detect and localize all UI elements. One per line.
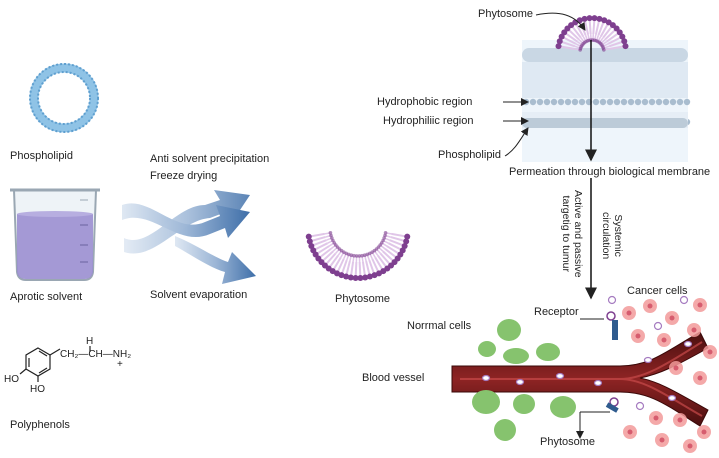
biological-membrane-icon xyxy=(522,40,691,162)
formula-chain: CH₂—CH—NH₂ xyxy=(60,349,132,360)
phytosome-center-label: Phytosome xyxy=(335,293,391,305)
membrane-phospholipid-label: Phospholipid xyxy=(438,149,501,161)
polyphenol-structure-icon xyxy=(19,346,91,382)
formula-plus: + xyxy=(117,359,123,370)
active-passive-targeting-label: Active and passive targetig to tumur xyxy=(560,190,584,278)
aprotic-solvent-label: Aprotic solvent xyxy=(10,291,83,303)
systemic-circulation-label: Systemic circulation xyxy=(600,212,624,260)
beaker-icon xyxy=(10,188,100,281)
polyphenols-label: Polyphenols xyxy=(10,419,70,431)
phytosome-membrane-icon xyxy=(555,15,629,52)
permeation-label: Permeation through biological membrane xyxy=(509,166,711,178)
normal-cells xyxy=(472,319,576,441)
formula-h: H xyxy=(86,336,94,347)
membrane-label-arrows xyxy=(503,12,586,157)
phytosome-bottom-label: Phytosome xyxy=(540,436,596,448)
blood-vessel-icon xyxy=(451,331,709,427)
process-step-3: Solvent evaporation xyxy=(150,289,248,301)
process-step-1: Anti solvent precipitation xyxy=(150,153,270,165)
formula-ho-1: HO xyxy=(4,374,19,385)
phytosome-cup-icon xyxy=(305,231,411,281)
process-step-2: Freeze drying xyxy=(150,170,218,182)
hydrophobic-region-label: Hydrophobic region xyxy=(377,96,473,108)
hydrophilic-region-label: Hydrophiliic region xyxy=(383,115,474,127)
blood-vessel-label: Blood vessel xyxy=(362,372,425,384)
phospholipid-label: Phospholipid xyxy=(10,150,73,162)
phospholipid-liposome-icon xyxy=(29,63,99,133)
receptor-label: Receptor xyxy=(534,306,579,318)
process-arrows-icon xyxy=(122,190,256,284)
normal-cells-label: Norrmal cells xyxy=(407,320,472,332)
phytosome-top-label: Phytosome xyxy=(478,8,534,20)
phytosome-bottom-arrow xyxy=(576,411,610,439)
formula-ho-2: HO xyxy=(30,384,45,395)
receptor-icon xyxy=(580,311,619,413)
cancer-cells xyxy=(607,295,717,453)
cancer-cells-label: Cancer cells xyxy=(627,285,688,297)
